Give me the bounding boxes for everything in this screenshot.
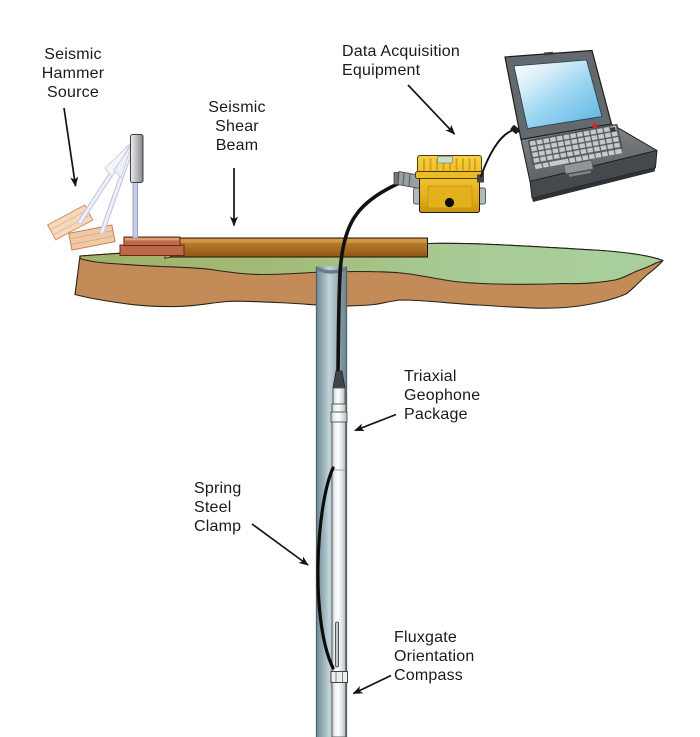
- fluxgate-compass-band: [330, 671, 348, 683]
- gland-band-1: [402, 172, 405, 186]
- label-fluxgate-orientation-compass: Fluxgate Orientation Compass: [394, 628, 504, 685]
- laptop-bottom-lip: [532, 167, 656, 202]
- probe-collar-lower: [330, 411, 348, 423]
- seismic-hammer-source: [47, 134, 185, 256]
- label-line: Source: [47, 84, 99, 101]
- laptop: [504, 49, 658, 202]
- label-line: Orientation: [394, 648, 475, 665]
- strike-block-lower: [119, 244, 185, 256]
- lid-top-label: [437, 156, 453, 164]
- laptop-screen: [513, 59, 603, 129]
- trackpad: [563, 159, 594, 175]
- beam-top-highlight: [171, 239, 427, 243]
- label-spring-steel-clamp: Spring Steel Clamp: [194, 479, 284, 536]
- label-line: Geophone: [404, 387, 481, 404]
- label-line: Triaxial: [404, 368, 457, 385]
- probe-slot: [335, 621, 340, 668]
- label-triaxial-geophone-package: Triaxial Geophone Package: [404, 367, 514, 424]
- label-line: Clamp: [194, 518, 242, 535]
- lid-rim: [415, 171, 484, 179]
- hammer-head: [130, 134, 144, 183]
- box-right-nub: [477, 174, 484, 183]
- strike-block-upper: [123, 236, 181, 246]
- spring-steel-clamp: [316, 466, 335, 670]
- box-connector-dot: [444, 197, 455, 208]
- label-line: Compass: [394, 667, 463, 684]
- label-line: Equipment: [342, 62, 421, 79]
- downhole-signal-cable: [336, 179, 406, 373]
- laptop-cable-plug: [510, 125, 520, 134]
- laptop-cable: [480, 129, 520, 177]
- box-front-panel: [427, 185, 473, 209]
- label-line: Steel: [194, 499, 232, 516]
- geophone-arrow: [354, 413, 397, 432]
- keyboard-bottom-row: [534, 148, 623, 170]
- trackpoint-red-dot: [592, 123, 598, 129]
- annotation-arrows: [63, 84, 456, 695]
- hammer-ghost-cone-2: [113, 143, 133, 179]
- label-seismic-hammer-source: Seismic Hammer Source: [29, 45, 117, 102]
- hammer-handle: [132, 180, 138, 239]
- label-line: Seismic: [208, 99, 266, 116]
- screen-latch: [544, 51, 554, 56]
- seismic-shear-beam: [164, 237, 428, 260]
- daq-box: [393, 155, 486, 213]
- power-button: [610, 126, 616, 132]
- label-line: Hammer: [41, 65, 105, 82]
- label-seismic-shear-beam: Seismic Shear Beam: [194, 98, 280, 155]
- label-line: Seismic: [44, 46, 102, 63]
- label-line: Fluxgate: [394, 629, 457, 646]
- label-data-acquisition-equipment: Data Acquisition Equipment: [342, 42, 492, 80]
- probe-top-segment: [332, 387, 346, 405]
- gland-band-2: [408, 173, 411, 187]
- key-grid: [529, 124, 622, 165]
- trackpad-buttons: [568, 169, 592, 178]
- hammer-source-arrow: [63, 107, 79, 187]
- hammer-ghost-handle-2-core: [100, 148, 133, 234]
- compass-arrow: [352, 674, 392, 695]
- label-line: Data Acquisition: [342, 43, 460, 60]
- clamp-arrow: [251, 523, 309, 566]
- label-line: Package: [404, 406, 468, 423]
- label-line: Spring: [194, 480, 242, 497]
- label-line: Beam: [215, 137, 259, 154]
- lid-ribs: [423, 158, 476, 171]
- strike-block-top-highlight: [125, 238, 179, 241]
- laptop-keyboard: [527, 123, 623, 178]
- probe-collar-upper: [331, 403, 347, 413]
- label-line: Shear: [215, 118, 259, 135]
- daq-arrow: [407, 84, 456, 135]
- triaxial-geophone-probe: [330, 370, 348, 737]
